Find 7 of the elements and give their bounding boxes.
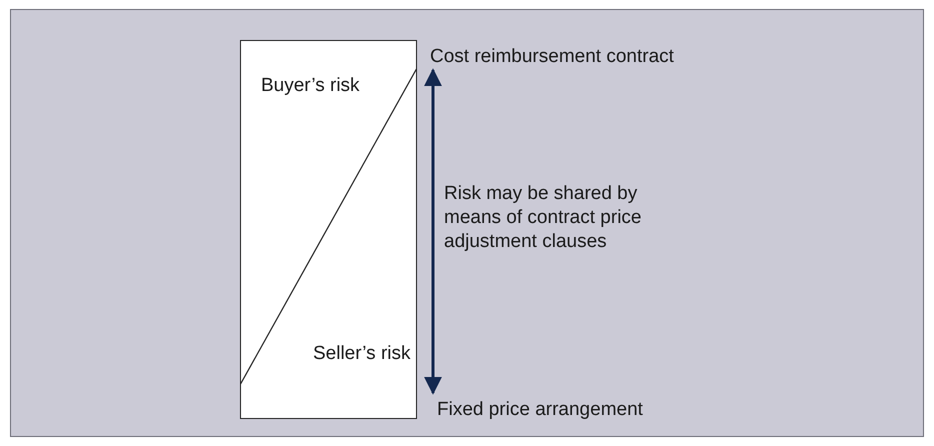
annotation-text: Risk may be shared by means of contract price adjustment clauses — [444, 182, 642, 254]
scale-top-label: Cost reimbursement contract — [430, 45, 674, 69]
region-label: Buyer’s risk — [261, 74, 361, 98]
double-headed-arrow — [424, 68, 442, 395]
risk-rectangle — [240, 40, 417, 419]
region-label: Seller’s risk — [313, 342, 412, 366]
scale-bottom-label: Fixed price arrangement — [437, 398, 643, 422]
